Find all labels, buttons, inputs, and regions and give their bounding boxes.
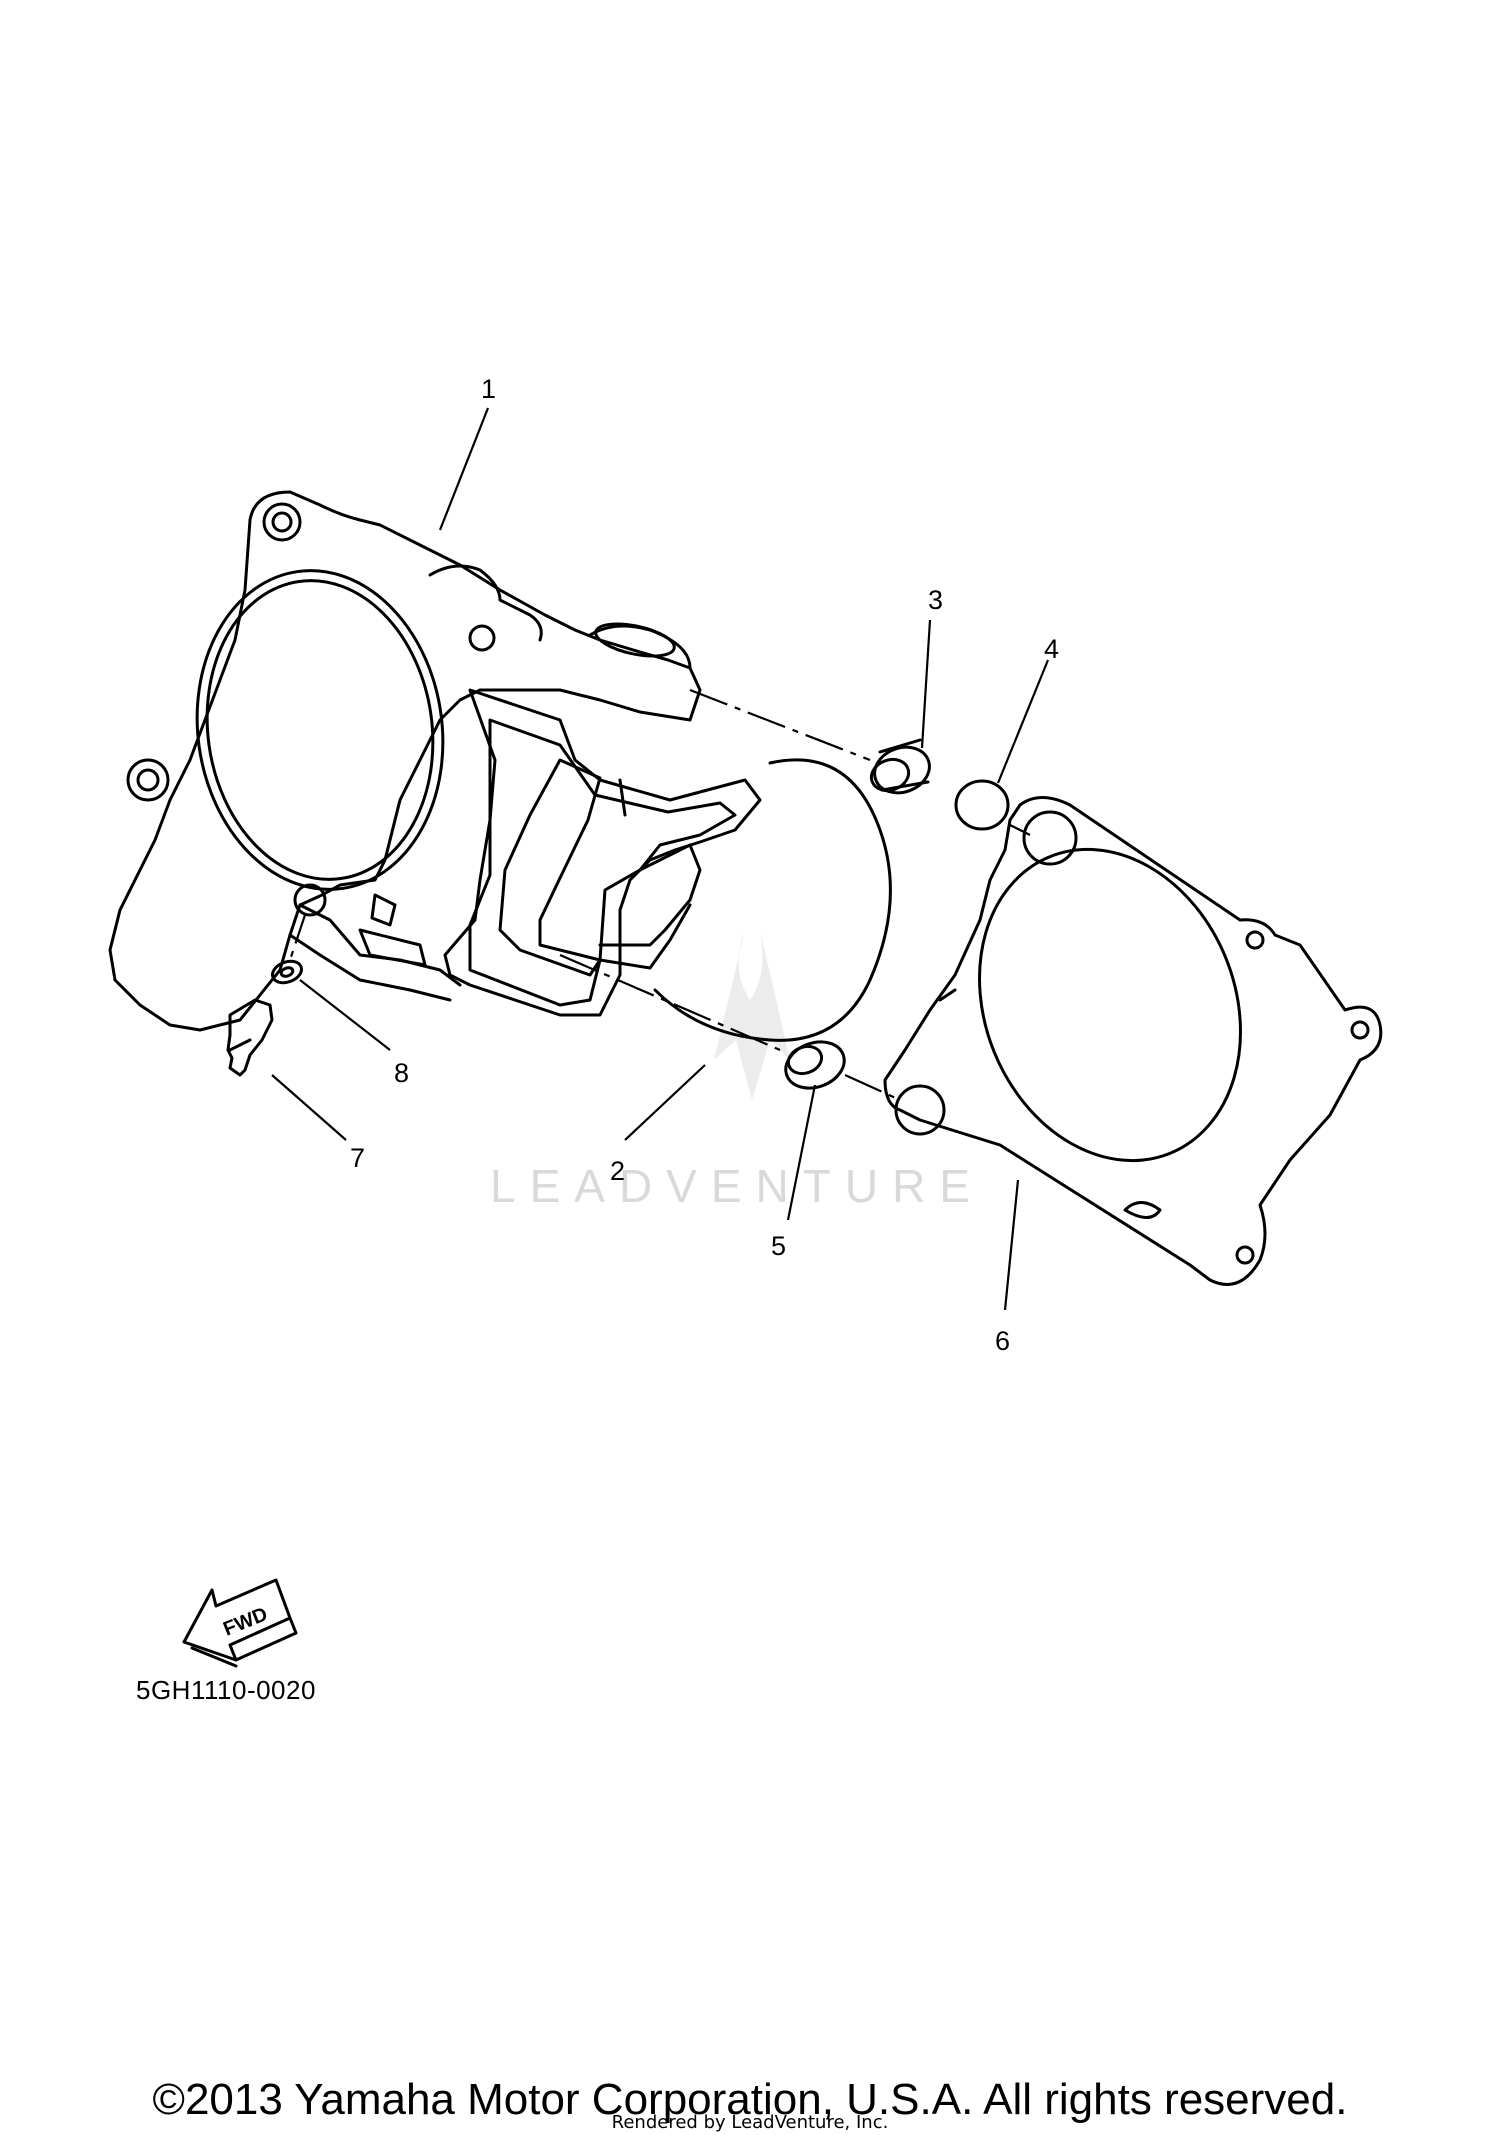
ring-part-2[interactable] [653,758,892,1042]
oring-part-4[interactable] [954,779,1010,831]
watermark: LEADVENTURE [490,930,984,1212]
bolt-part-7[interactable] [226,998,274,1077]
gasket-part-6[interactable] [883,796,1383,1286]
copyright-notice: ©2013 Yamaha Motor Corporation, U.S.A. A… [152,2075,1348,2124]
rendered-by-notice: Rendered by LeadVenture, Inc. [611,2112,889,2133]
callout-1[interactable]: 1 [481,374,496,404]
dowel-part-3[interactable] [867,738,936,800]
callout-6[interactable]: 6 [995,1326,1010,1356]
leader-lines [271,407,1050,1311]
watermark-text: LEADVENTURE [490,1160,984,1212]
dowel-part-5[interactable] [779,1034,850,1096]
alignment-lines [288,688,1031,1102]
leadventure-flame-logo [714,930,790,1100]
cylinder-part-1[interactable] [108,490,762,1032]
callouts: 1 2 3 4 5 6 7 8 [350,374,1059,1356]
callout-5[interactable]: 5 [771,1231,786,1261]
forward-label: FWD [220,1603,270,1640]
callout-4[interactable]: 4 [1044,634,1059,664]
callout-2[interactable]: 2 [610,1156,625,1186]
diagram-code: 5GH1110-0020 [136,1675,316,1705]
callout-7[interactable]: 7 [350,1143,365,1173]
forward-arrow-icon: FWD [182,1578,298,1668]
washer-part-8[interactable] [269,957,304,986]
callout-3[interactable]: 3 [928,585,943,615]
callout-8[interactable]: 8 [394,1058,409,1088]
